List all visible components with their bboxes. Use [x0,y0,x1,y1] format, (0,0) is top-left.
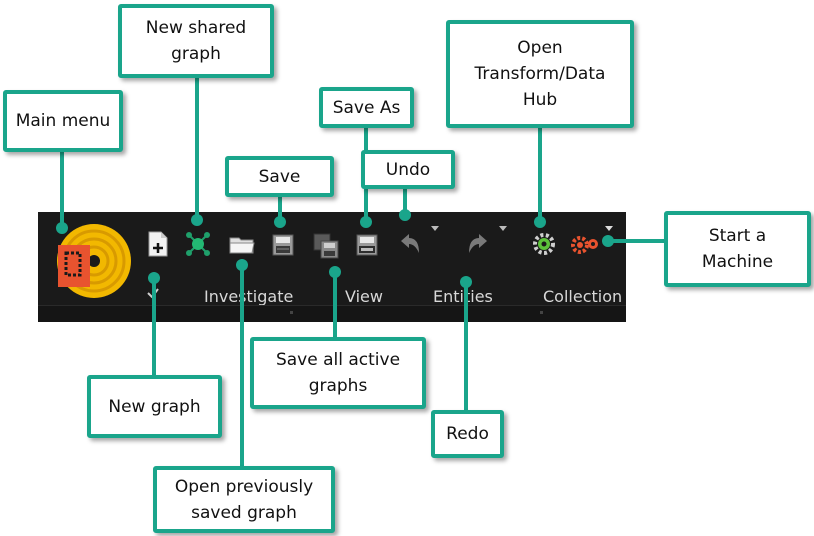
start-machine-button[interactable] [570,230,602,258]
save-button[interactable] [270,232,296,258]
callout-open-hub: Open Transform/Data Hub [446,20,634,128]
new-shared-graph-button[interactable] [184,230,212,258]
menu-investigate[interactable]: Investigate [204,287,294,306]
callout-new-graph: New graph [87,375,222,438]
callout-save-all: Save all active graphs [250,337,426,409]
new-graph-dropdown[interactable] [146,286,160,300]
save-all-button[interactable] [312,232,340,260]
toolbar-subrow [38,305,626,322]
shared-graph-icon [186,232,210,256]
redo-arrow-icon [469,234,487,253]
menu-view[interactable]: View [345,287,383,306]
callout-start-machine: Start a Machine [664,211,811,287]
main-menu-button[interactable] [56,223,132,299]
new-graph-button[interactable] [146,230,170,258]
hub-gear-icon [533,233,555,255]
open-hub-button[interactable] [530,230,558,258]
callout-new-shared-graph: New shared graph [118,4,274,78]
callout-save-as: Save As [319,87,414,128]
callout-undo: Undo [361,150,455,189]
floppy-save-icon [272,234,294,256]
callout-redo: Redo [431,410,504,458]
redo-dropdown[interactable] [498,224,508,232]
callout-save: Save [225,156,334,197]
machine-dropdown[interactable] [604,224,614,232]
save-all-icon [313,233,339,259]
menu-entities[interactable]: Entities [433,287,493,306]
check-icon [147,288,159,298]
caret-down-icon [499,225,507,231]
maltego-logo-icon [57,224,131,298]
caret-down-icon [605,225,613,231]
undo-arrow-icon [401,234,419,253]
menu-collection[interactable]: Collection [543,287,623,306]
undo-dropdown[interactable] [430,224,440,232]
undo-button[interactable] [396,230,426,258]
folder-icon [229,237,255,254]
redo-button[interactable] [462,230,492,258]
save-as-icon [356,234,378,256]
save-as-button[interactable] [354,232,380,258]
open-graph-button[interactable] [228,234,256,256]
machine-gear-icon [571,236,598,254]
toolbar: Investigate View Entities Collection [38,212,626,322]
new-document-icon [148,231,168,257]
callout-main-menu: Main menu [3,90,123,152]
caret-down-icon [431,225,439,231]
callout-open-previous: Open previously saved graph [153,466,335,533]
